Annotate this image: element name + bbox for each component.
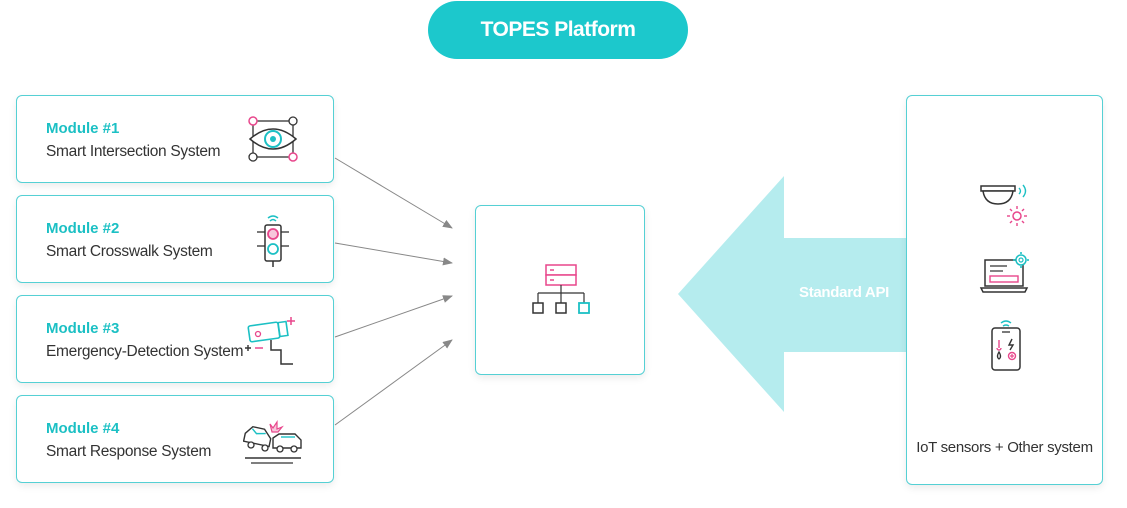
connector-module-3 bbox=[334, 295, 453, 338]
network-hierarchy-icon bbox=[532, 264, 590, 314]
traffic-light-icon bbox=[257, 215, 289, 267]
module-card-4: Module #4 Smart Response System bbox=[16, 395, 334, 483]
standard-api-arrow bbox=[678, 176, 908, 412]
iot-caption: IoT sensors + Other system bbox=[916, 439, 1093, 456]
module-name: Smart Intersection System bbox=[46, 143, 221, 160]
platform-node bbox=[475, 205, 645, 375]
laptop-gear-icon bbox=[979, 252, 1029, 293]
module-number: Module #1 bbox=[46, 120, 120, 137]
module-number: Module #4 bbox=[46, 420, 120, 437]
module-name: Smart Response System bbox=[46, 443, 212, 460]
eye-camera-icon bbox=[248, 116, 298, 162]
standard-api-label: Standard API bbox=[798, 284, 890, 301]
emergency-camera-icon bbox=[245, 317, 295, 365]
connector-module-2 bbox=[334, 242, 453, 266]
module-number: Module #3 bbox=[46, 320, 120, 337]
module-card-3: Module #3 Emergency-Detection System bbox=[16, 295, 334, 383]
smartphone-sensor-icon bbox=[991, 320, 1021, 371]
iot-systems-box: IoT sensors + Other system bbox=[906, 95, 1103, 485]
connector-module-1 bbox=[334, 157, 453, 229]
module-card-1: Module #1 Smart Intersection System bbox=[16, 95, 334, 183]
module-name: Smart Crosswalk System bbox=[46, 243, 213, 260]
module-card-2: Module #2 Smart Crosswalk System bbox=[16, 195, 334, 283]
module-name: Emergency-Detection System bbox=[46, 343, 244, 360]
connector-module-4 bbox=[334, 339, 453, 426]
car-crash-icon bbox=[243, 420, 302, 464]
platform-title: TOPES Platform bbox=[428, 1, 688, 59]
dome-sensor-icon bbox=[980, 184, 1027, 226]
module-number: Module #2 bbox=[46, 220, 120, 237]
